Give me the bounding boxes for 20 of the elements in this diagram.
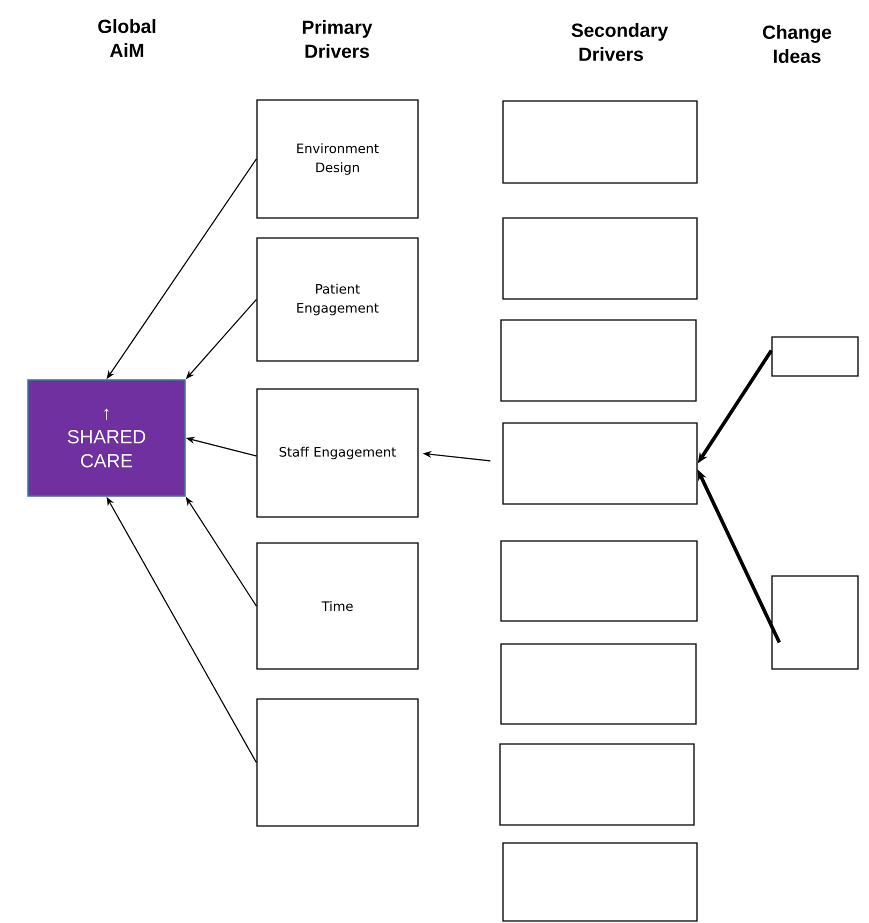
aim-box: ↑ SHARED CARE (27, 379, 186, 497)
driver-box: Staff Engagement (256, 388, 419, 518)
empty-box (771, 575, 859, 670)
column-heading: Secondary Drivers (572, 23, 668, 61)
empty-box (502, 842, 698, 922)
column-heading: Change Ideas (762, 25, 832, 63)
empty-box (500, 540, 698, 622)
driver-box: Environment Design (256, 99, 419, 219)
empty-box (499, 743, 695, 826)
driver-box: Time (256, 542, 419, 670)
empty-box (500, 643, 697, 725)
driver-box: Patient Engagement (256, 237, 419, 362)
empty-box (256, 698, 419, 827)
empty-box (502, 422, 698, 505)
empty-box (771, 336, 859, 377)
column-heading: Global AiM (98, 19, 156, 57)
column-heading: Primary Drivers (302, 20, 372, 58)
empty-box (502, 100, 698, 184)
empty-box (500, 319, 697, 402)
empty-box (502, 217, 698, 300)
